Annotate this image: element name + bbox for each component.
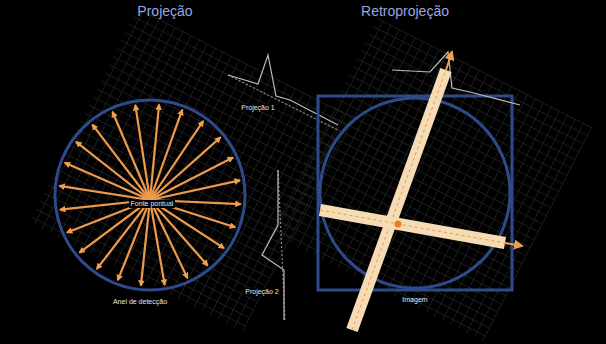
projection-label: Projeção 2 [243,288,280,296]
grid-lines [31,9,591,342]
detector-ring [55,100,245,290]
source-label: Fonte pontual [129,200,176,208]
image-square [318,96,512,290]
backprojection-profile [392,52,520,105]
ring-label: Anel de detecção [113,298,167,306]
projection-rays [59,104,240,285]
field-circle [320,98,510,288]
backprojection-bands [320,52,522,330]
image-label: Imagem [402,296,427,304]
projection-label: Projeção 1 [239,104,276,112]
panel-title: Retroprojeção [361,4,449,19]
panel-title: Projeção [137,4,192,19]
